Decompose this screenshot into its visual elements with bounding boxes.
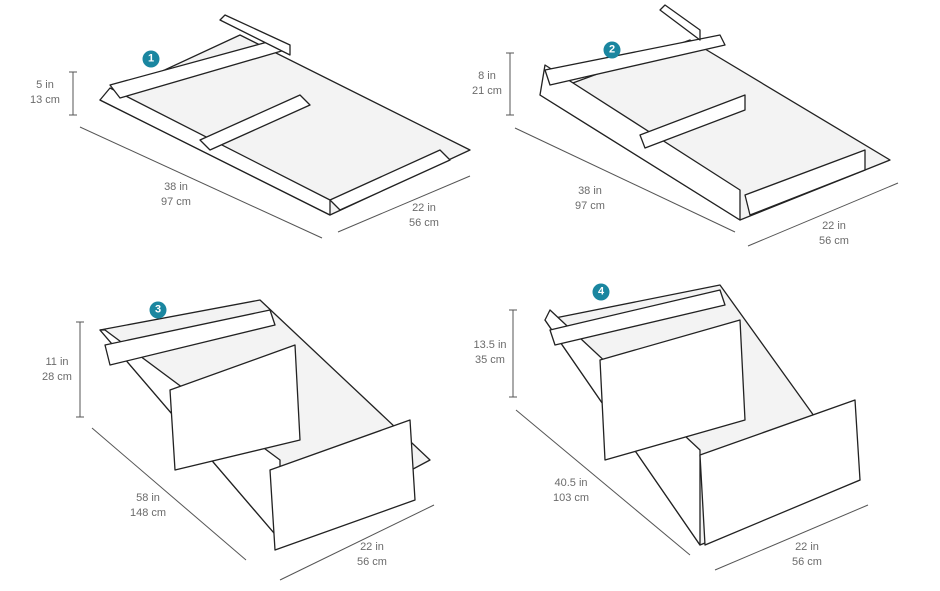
length-cm: 103 cm [552,492,590,504]
width-in: 22 in [822,220,846,232]
length-in: 38 in [578,185,602,197]
height-label-4: 13.5 in 35 cm [473,338,506,368]
width-label-3: 22 in 56 cm [357,540,387,570]
length-label-4: 40.5 in 103 cm [553,476,589,506]
length-in: 38 in [164,181,188,193]
width-label-4: 22 in 56 cm [792,540,822,570]
width-label-1: 22 in 56 cm [409,201,439,231]
length-label-3: 58 in 148 cm [130,491,166,521]
length-cm: 97 cm [575,200,605,212]
height-in: 8 in [478,70,496,82]
config-badge-4: 4 [592,283,610,301]
height-in: 11 in [45,356,69,368]
width-in: 22 in [412,202,436,214]
config-badge-2: 2 [603,41,621,59]
box-illustration-4 [544,284,861,546]
height-label-1: 5 in 13 cm [30,78,60,108]
height-cm: 13 cm [30,94,60,106]
length-in: 58 in [136,492,160,504]
height-in: 13.5 in [473,339,507,351]
height-in: 5 in [36,79,54,91]
box-illustration-2 [539,4,891,221]
box-illustration-3 [99,299,431,551]
length-cm: 148 cm [129,507,167,519]
config-badge-3: 3 [149,301,167,319]
box-illustration-1 [99,14,471,216]
length-label-1: 38 in 97 cm [161,180,191,210]
dimension-lines [69,52,899,581]
length-label-2: 38 in 97 cm [575,184,605,214]
width-cm: 56 cm [792,556,822,568]
width-cm: 56 cm [409,217,439,229]
config-badge-1: 1 [142,50,160,68]
width-in: 22 in [795,541,819,553]
length-in: 40.5 in [554,477,588,489]
width-cm: 56 cm [357,556,387,568]
width-label-2: 22 in 56 cm [819,219,849,249]
width-cm: 56 cm [819,235,849,247]
height-label-2: 8 in 21 cm [472,69,502,99]
height-cm: 28 cm [42,371,72,383]
height-cm: 35 cm [475,354,505,366]
width-in: 22 in [360,541,384,553]
height-cm: 21 cm [472,85,502,97]
length-cm: 97 cm [161,196,191,208]
height-label-3: 11 in 28 cm [42,355,72,385]
